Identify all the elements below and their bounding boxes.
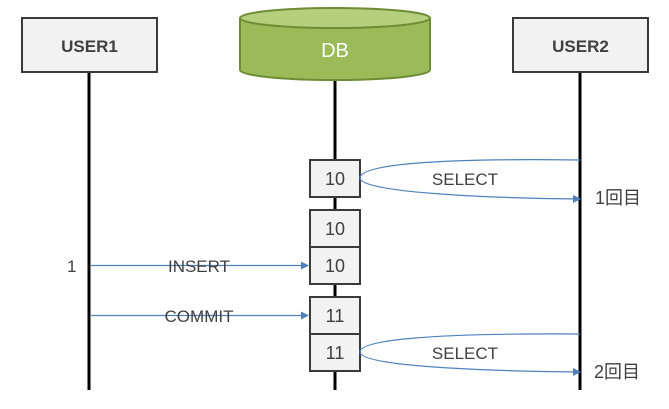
user2-box: USER2 — [512, 17, 649, 73]
select-1-label: SELECT — [432, 170, 498, 189]
user2-label: USER2 — [552, 37, 609, 56]
db-value-3: 10 — [325, 256, 345, 276]
select-2-label: SELECT — [432, 344, 498, 363]
read-count-2-label: 2回目 — [594, 362, 640, 382]
user1-box: USER1 — [21, 17, 158, 73]
db-value-1: 10 — [325, 169, 345, 189]
db-value-box-4: 11 — [309, 296, 361, 335]
commit-label: COMMIT — [165, 307, 234, 326]
db-cylinder: DB — [239, 7, 431, 81]
db-value-2: 10 — [325, 219, 345, 239]
db-label: DB — [321, 40, 349, 62]
db-value-box-3: 10 — [309, 246, 361, 285]
select-2-arrow — [359, 333, 581, 376]
insert-step-label: 1 — [67, 257, 76, 276]
db-value-box-1: 10 — [309, 159, 361, 198]
db-value-box-2: 10 — [309, 209, 361, 248]
insert-label: INSERT — [168, 257, 230, 276]
select-1-arrow — [359, 159, 581, 203]
db-value-4: 11 — [326, 306, 345, 326]
user1-label: USER1 — [61, 37, 118, 56]
db-value-5: 11 — [326, 343, 345, 363]
db-value-box-5: 11 — [309, 333, 361, 372]
read-count-1-label: 1回目 — [595, 188, 641, 208]
